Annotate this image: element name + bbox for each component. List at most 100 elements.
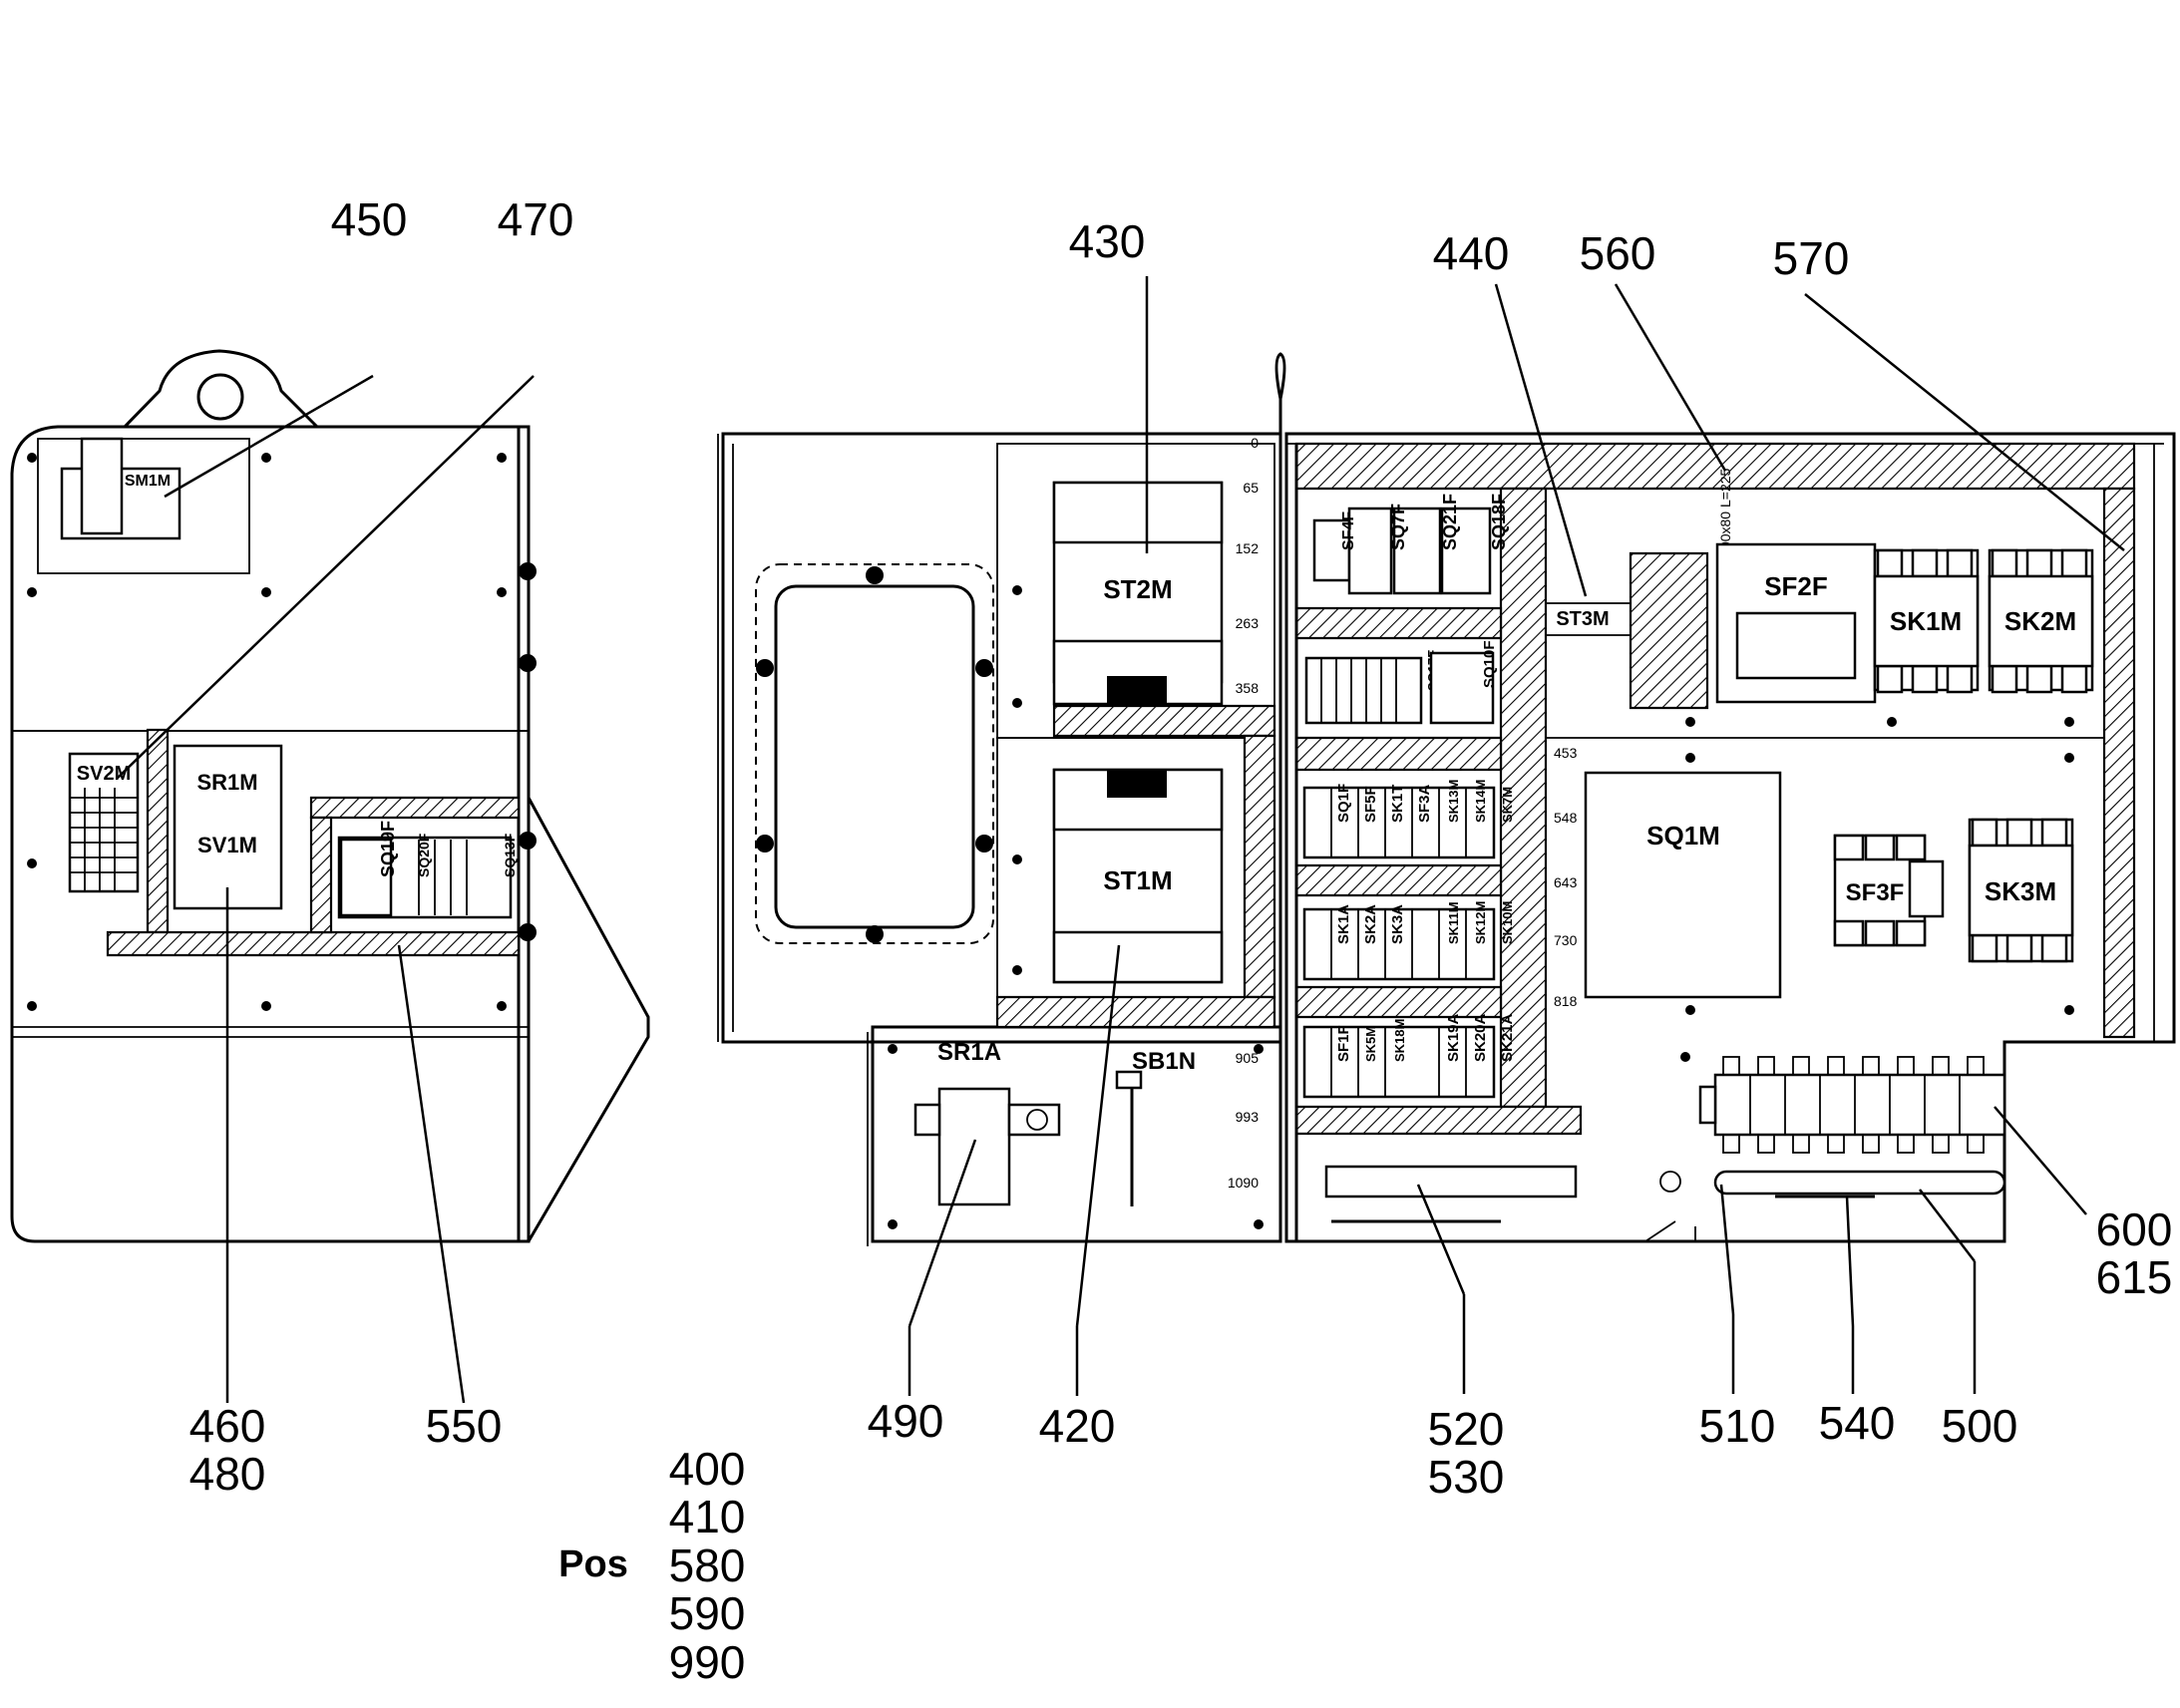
- callout-520: 520: [1428, 1403, 1505, 1455]
- sf3f-label: SF3F: [1846, 879, 1905, 906]
- sr1a-label: SR1A: [937, 1039, 1001, 1066]
- main-cabinet: SF4F SQ7F SQ21F SQ18F SQ17F SQ10F: [1284, 432, 2176, 1243]
- sk1m-contactor: SK1M: [1873, 548, 1980, 694]
- sk1m-label: SK1M: [1890, 606, 1962, 636]
- sr1m-label: SR1M: [196, 770, 257, 795]
- sq1f-label: SQ1F: [1335, 784, 1352, 823]
- lifting-eye: [123, 349, 319, 429]
- pos-990: 990: [669, 1636, 746, 1688]
- st3m-label: ST3M: [1556, 608, 1609, 630]
- sq7f-label: SQ7F: [1388, 504, 1408, 550]
- ruler-65: 65: [1243, 480, 1259, 496]
- ruler-730: 730: [1554, 932, 1578, 948]
- sq19f-label: SQ19F: [378, 821, 398, 877]
- sk10m-label: SK10M: [1500, 901, 1515, 944]
- ruler-548: 548: [1554, 810, 1578, 826]
- sv2m-label: SV2M: [77, 763, 131, 785]
- ruler-993: 993: [1236, 1109, 1260, 1125]
- pos-label: Pos: [558, 1543, 628, 1585]
- callout-450: 450: [331, 193, 408, 245]
- door-handle[interactable]: [1274, 352, 1286, 434]
- door-panel: ST2M ST1M SR1A SB1N: [717, 352, 1286, 1246]
- st1m-label: ST1M: [1103, 865, 1172, 895]
- ruler-263: 263: [1236, 615, 1260, 631]
- sk14m-label: SK14M: [1473, 780, 1488, 823]
- left-side-panel: SM1M SV2M SR1M SV1M SQ19F SQ20F: [10, 349, 650, 1243]
- pos-400: 400: [669, 1443, 746, 1495]
- sk11m-label: SK11M: [1446, 901, 1461, 944]
- ruler-152: 152: [1236, 540, 1260, 556]
- sk19a-label: SK19A: [1445, 1013, 1462, 1062]
- sq10f-label: SQ10F: [1481, 640, 1498, 688]
- row1-components: SF4F SQ7F SQ21F SQ18F: [1312, 494, 1509, 595]
- callout-510: 510: [1699, 1400, 1776, 1452]
- sr1m-sv1m-box: [173, 744, 283, 910]
- callout-615: 615: [2096, 1251, 2173, 1303]
- sk2m-contactor: SK2M: [1988, 548, 2094, 694]
- sk13m-label: SK13M: [1446, 780, 1461, 823]
- left-panel-outline: [10, 425, 531, 1243]
- sk20a-label: SK20A: [1472, 1013, 1489, 1062]
- callout-530: 530: [1428, 1451, 1505, 1503]
- callout-420: 420: [1039, 1400, 1116, 1452]
- kabelkanal-box: [1629, 551, 1709, 710]
- terminal-strip-x1: [1324, 1165, 1578, 1198]
- st2m-label: ST2M: [1103, 574, 1172, 604]
- sk18m-label: SK18M: [1392, 1019, 1407, 1062]
- right-cable-duct: [2102, 487, 2136, 1039]
- ruler-labels: 0 65 152 263 358 905 993 1090 453 548 64…: [1228, 435, 1578, 1191]
- door-window: [774, 584, 975, 929]
- callout-500: 500: [1942, 1400, 2018, 1452]
- ruler-453: 453: [1554, 745, 1578, 761]
- sk7m-label: SK7M: [1500, 787, 1515, 823]
- callout-560: 560: [1580, 227, 1656, 279]
- sk1t-label: SK1T: [1389, 785, 1406, 823]
- sb1n-label: SB1N: [1132, 1048, 1196, 1075]
- sq20f-label: SQ20F: [416, 833, 432, 877]
- callout-600: 600: [2096, 1203, 2173, 1255]
- sq21f-label: SQ21F: [1440, 494, 1460, 550]
- lifting-eye-hole: [196, 373, 244, 421]
- sk2a-label: SK2A: [1362, 904, 1379, 944]
- callout-numbers: 450 470 430 440 560 570 460 480 550 490 …: [189, 193, 2173, 1503]
- pos-list: Pos 400 410 580 590 990: [558, 1443, 745, 1688]
- row4-components: SK1A SK2A SK3A SK11M SK12M SK10M: [1302, 901, 1515, 981]
- ruler-358: 358: [1236, 680, 1260, 696]
- sk5m-label: SK5M: [1363, 1026, 1378, 1062]
- sf1f-label: SF1F: [1335, 1025, 1352, 1062]
- ruler-1090: 1090: [1228, 1175, 1259, 1191]
- callout-480: 480: [189, 1448, 266, 1500]
- pos-590: 590: [669, 1587, 746, 1639]
- sf5f-label: SF5F: [1362, 786, 1379, 823]
- sf3f-breaker: SF3F: [1833, 834, 1945, 947]
- row3-components: SQ1F SF5F SK1T SF3A SK13M SK14M SK7M: [1302, 780, 1515, 859]
- sk3m-label: SK3M: [1985, 876, 2056, 906]
- sk1a-label: SK1A: [1335, 904, 1352, 944]
- ruler-905: 905: [1236, 1050, 1260, 1066]
- sm1m-label: SM1M: [125, 473, 171, 490]
- sk3m-contactor: SK3M: [1968, 818, 2074, 963]
- sk21a-label: SK21A: [1499, 1013, 1516, 1062]
- callout-570: 570: [1773, 232, 1850, 284]
- ruler-643: 643: [1554, 874, 1578, 890]
- left-cable-duct: [106, 930, 521, 957]
- pos-580: 580: [669, 1539, 746, 1591]
- sv2m-box: [68, 752, 140, 893]
- din-rail: [1713, 1170, 2006, 1196]
- callout-440: 440: [1433, 227, 1510, 279]
- pos-410: 410: [669, 1491, 746, 1542]
- callout-470: 470: [498, 193, 574, 245]
- sk12m-label: SK12M: [1473, 901, 1488, 944]
- callout-540: 540: [1819, 1397, 1896, 1449]
- sf4f-label: SF4F: [1340, 512, 1357, 550]
- callout-460: 460: [189, 1400, 266, 1452]
- sr1a-switch: [937, 1087, 1011, 1206]
- callout-leaders: [117, 276, 2125, 1404]
- sq18f-label: SQ18F: [1489, 494, 1509, 550]
- sq1m-box: [1584, 771, 1782, 999]
- callout-550: 550: [426, 1400, 503, 1452]
- row2-components: SQ17F SQ10F: [1304, 640, 1498, 725]
- earth-icon: [1659, 1171, 1681, 1193]
- sf3a-label: SF3A: [1416, 784, 1433, 823]
